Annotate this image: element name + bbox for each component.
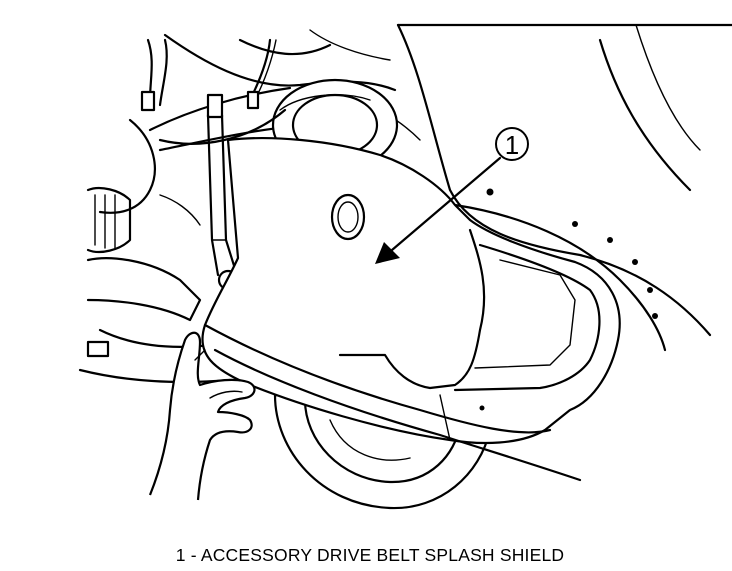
fender-panel [396, 23, 732, 352]
technician-hand [148, 331, 256, 501]
figure-caption: 1 - ACCESSORY DRIVE BELT SPLASH SHIELD [176, 545, 565, 565]
callout-leader-arrow [375, 156, 502, 264]
splash-shield [201, 137, 658, 482]
suspension-strut [206, 113, 238, 277]
callout-1: 1 [495, 127, 529, 161]
callout-number: 1 [505, 130, 519, 160]
